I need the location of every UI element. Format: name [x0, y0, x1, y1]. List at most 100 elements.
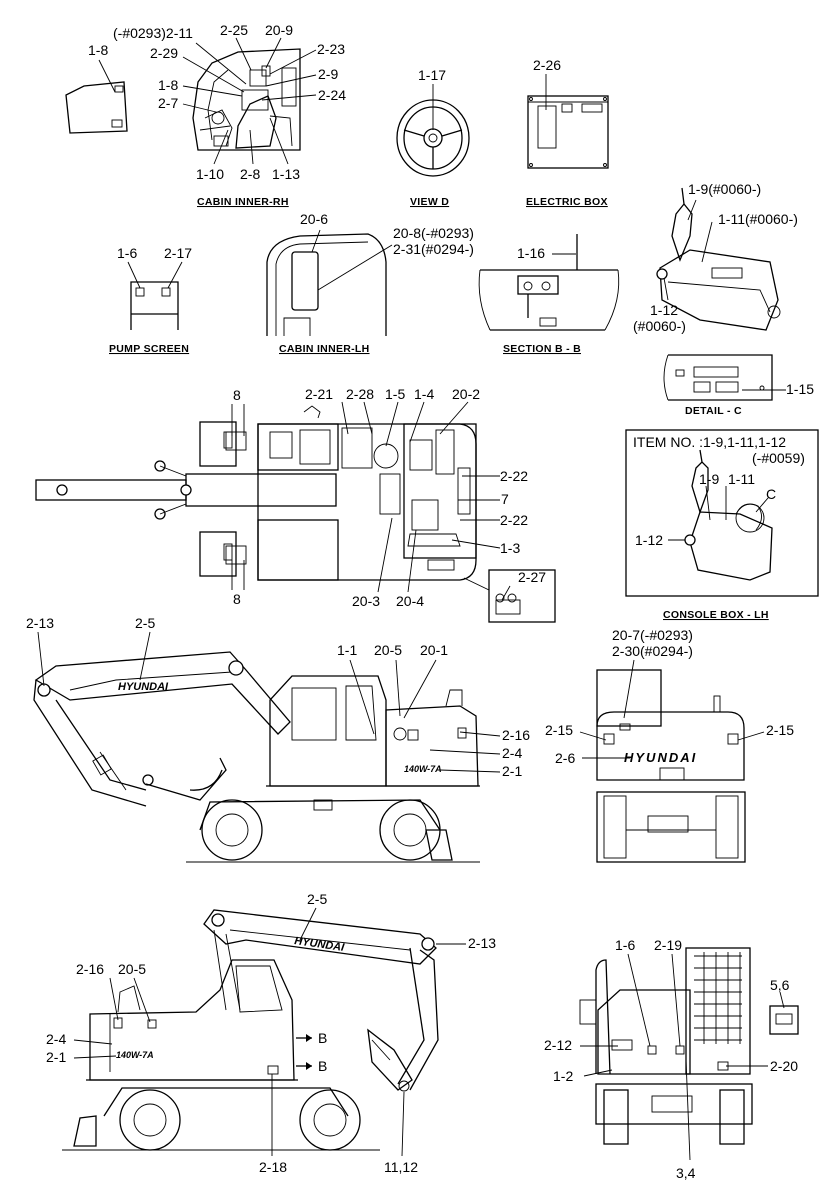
- label-1-10: 1-10: [196, 166, 224, 182]
- label-2-8: 2-8: [240, 166, 260, 182]
- label-2-22-upper: 2-22: [500, 468, 528, 484]
- label-1-6-pump: 1-6: [117, 245, 137, 261]
- label-2-19: 2-19: [654, 937, 682, 953]
- label-1-11-console: 1-11: [728, 471, 755, 487]
- label-1-12-joystick-serial: (#0060-): [633, 318, 686, 334]
- label-2-23: 2-23: [317, 41, 345, 57]
- label-20-5-side: 20-5: [374, 642, 402, 658]
- top-view-machine: [35, 405, 556, 623]
- label-2-28: 2-28: [346, 386, 374, 402]
- label-20-1: 20-1: [420, 642, 448, 658]
- section-b-b-view: [478, 234, 620, 331]
- label-1-3: 1-3: [500, 540, 520, 556]
- side-view-right: HYUNDAI 140W-7A: [33, 651, 480, 863]
- label-1-9-joystick: 1-9(#0060-): [688, 181, 761, 197]
- label-8-top: 8: [233, 387, 241, 403]
- label-c-console: C: [766, 486, 776, 502]
- cabin-inner-lh-view: [266, 229, 393, 336]
- label-1-1: 1-1: [337, 642, 357, 658]
- cabin-inner-rh-view: [65, 48, 301, 151]
- joystick-console-view: [656, 187, 781, 331]
- side-model-text: 140W-7A: [404, 764, 442, 774]
- label-1-12-console: 1-12: [635, 532, 663, 548]
- caption-console-box-lh: CONSOLE BOX - LH: [663, 609, 769, 621]
- electric-box-view: [527, 74, 609, 169]
- pump-screen-view: [127, 261, 183, 330]
- label-2-29: 2-29: [150, 45, 178, 61]
- console-item-title: ITEM NO. :1-9,1-11,1-12: [633, 434, 786, 450]
- label-1-15: 1-15: [786, 381, 814, 397]
- label-5-6: 5,6: [770, 977, 790, 993]
- caption-view-d: VIEW D: [410, 196, 449, 208]
- label-20-6: 20-6: [300, 211, 328, 227]
- label-2-18: 2-18: [259, 1159, 287, 1175]
- label-2-9: 2-9: [318, 66, 338, 82]
- detail-c-view: [663, 354, 786, 401]
- front-view: [579, 947, 799, 1161]
- label-1-8-window: 1-8: [88, 42, 108, 58]
- label-1-17: 1-17: [418, 67, 446, 83]
- label-2-27: 2-27: [518, 569, 546, 585]
- label-b-upper: B: [318, 1030, 327, 1046]
- label-3-4: 3,4: [676, 1165, 696, 1181]
- view-d-steering-wheel: [396, 84, 470, 177]
- label-2-26: 2-26: [533, 57, 561, 73]
- left-model-text: 140W-7A: [116, 1050, 154, 1060]
- label-2-1-left: 2-1: [46, 1049, 66, 1065]
- label-2-21: 2-21: [305, 386, 333, 402]
- caption-electric-box: ELECTRIC BOX: [526, 196, 608, 208]
- label-b-lower: B: [318, 1058, 327, 1074]
- label-7: 7: [501, 491, 509, 507]
- top-view-leaders: [231, 401, 511, 601]
- label-2-5-side: 2-5: [135, 615, 155, 631]
- caption-section-b-b: SECTION B - B: [503, 343, 581, 355]
- label-8-bottom: 8: [233, 591, 241, 607]
- label-1-5: 1-5: [385, 386, 405, 402]
- label-2-15-left: 2-15: [545, 722, 573, 738]
- label-1-12-joystick: 1-12: [650, 302, 678, 318]
- label-1-2: 1-2: [553, 1068, 573, 1084]
- boom-brand-side: HYUNDAI: [118, 681, 169, 693]
- caption-detail-c: DETAIL - C: [685, 405, 742, 417]
- label-2-5-left: 2-5: [307, 891, 327, 907]
- label-2-1-side: 2-1: [502, 763, 522, 779]
- label-2-15-right: 2-15: [766, 722, 794, 738]
- label-2-30: 2-30(#0294-): [612, 643, 693, 659]
- side-view-right-leaders: [37, 631, 501, 773]
- label-1-16: 1-16: [517, 245, 545, 261]
- label-2-4-left: 2-4: [46, 1031, 66, 1047]
- label-1-9-console: 1-9: [699, 471, 719, 487]
- label-1-4: 1-4: [414, 386, 434, 402]
- label-2-20: 2-20: [770, 1058, 798, 1074]
- label-2-13-side: 2-13: [26, 615, 54, 631]
- label-20-2: 20-2: [452, 386, 480, 402]
- caption-cabin-inner-lh: CABIN INNER-LH: [279, 343, 370, 355]
- label-2-12: 2-12: [544, 1037, 572, 1053]
- console-item-sub: (-#0059): [752, 450, 805, 466]
- label-2-22-lower: 2-22: [500, 512, 528, 528]
- cab-window-grid: [694, 952, 742, 1044]
- label-20-7: 20-7(-#0293): [612, 627, 693, 643]
- rear-brand: HYUNDAI: [624, 750, 697, 765]
- label-1-6-front: 1-6: [615, 937, 635, 953]
- label-20-3: 20-3: [352, 593, 380, 609]
- label-1-11-joystick: 1-11(#0060-): [718, 211, 798, 227]
- label-2-25: 2-25: [220, 22, 248, 38]
- label-20-4: 20-4: [396, 593, 424, 609]
- caption-pump-screen: PUMP SCREEN: [109, 343, 189, 355]
- label-2-4-side: 2-4: [502, 745, 522, 761]
- label-20-5-left: 20-5: [118, 961, 146, 977]
- label-2-13-left: 2-13: [468, 935, 496, 951]
- label-2-31: 2-31(#0294-): [393, 241, 474, 257]
- label-1-8: 1-8: [158, 77, 178, 93]
- label-2-24: 2-24: [318, 87, 346, 103]
- label-2-16-side: 2-16: [502, 727, 530, 743]
- caption-cabin-inner-rh: CABIN INNER-RH: [197, 196, 289, 208]
- label-2-17: 2-17: [164, 245, 192, 261]
- side-view-left: HYUNDAI 140W-7A: [62, 907, 466, 1157]
- label-20-9: 20-9: [265, 22, 293, 38]
- label-2-16-left: 2-16: [76, 961, 104, 977]
- console-box-lh-panel: [625, 429, 819, 597]
- label-20-8: 20-8(-#0293): [393, 225, 474, 241]
